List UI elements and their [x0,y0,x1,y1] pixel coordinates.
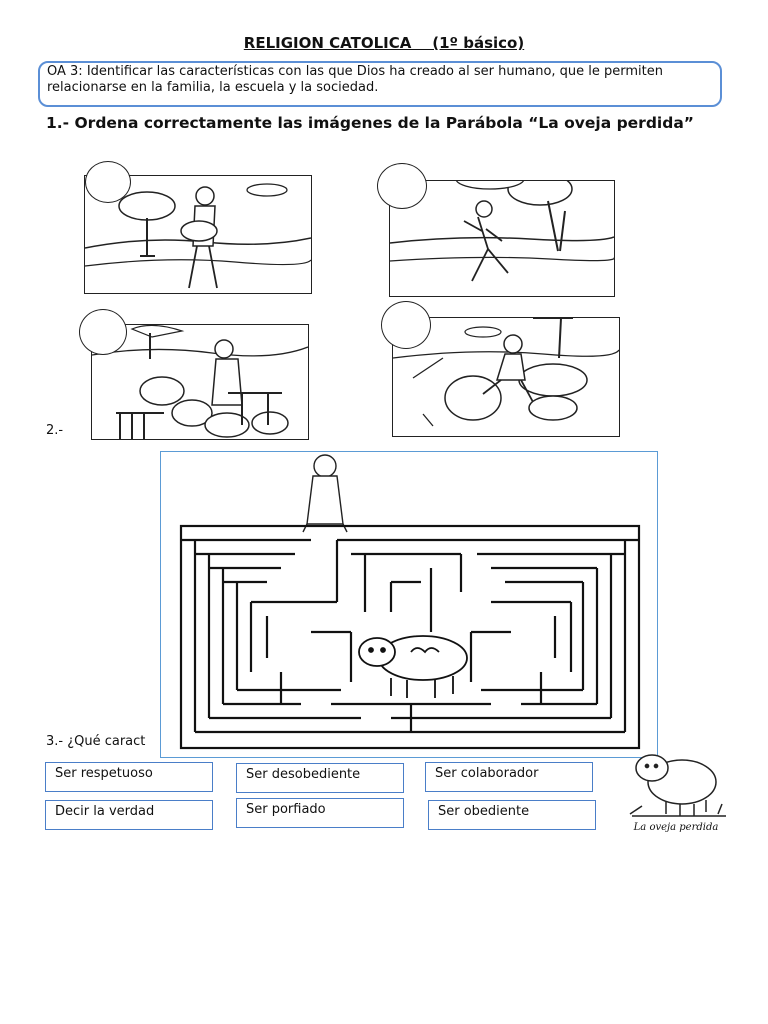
question-3-label: 3.- ¿Qué caract [46,734,146,749]
order-number-circle-3[interactable] [79,309,127,355]
option-ser-porfiado[interactable]: Ser porfiado [236,798,404,828]
lost-sheep-icon [358,635,468,698]
objective-box: OA 3: Identificar las características co… [38,61,722,107]
order-number-circle-1[interactable] [85,161,131,203]
question-1-heading: 1.- Ordena correctamente las imágenes de… [46,114,694,132]
option-ser-respetuoso[interactable]: Ser respetuoso [45,762,213,792]
page-title: RELIGION CATOLICA (1º básico) [243,34,525,52]
option-ser-colaborador[interactable]: Ser colaborador [425,762,593,792]
lost-sheep-illustration: La oveja perdida [622,744,730,836]
parable-picture-shepherd-finding-sheep [392,317,620,437]
option-decir-la-verdad[interactable]: Decir la verdad [45,800,213,830]
option-ser-obediente[interactable]: Ser obediente [428,800,596,830]
maze-walls [179,524,641,750]
parable-picture-shepherd-running [389,180,615,297]
option-ser-desobediente[interactable]: Ser desobediente [236,763,404,793]
shepherd-figure-icon [302,454,348,533]
parable-picture-shepherd-with-flock [91,324,309,440]
parable-picture-shepherd-carrying-sheep [84,175,312,294]
lost-sheep-caption: La oveja perdida [633,822,719,833]
order-number-circle-4[interactable] [381,301,431,349]
maze-activity [160,451,658,758]
order-number-circle-2[interactable] [377,163,427,209]
question-2-label: 2.- [46,423,64,438]
